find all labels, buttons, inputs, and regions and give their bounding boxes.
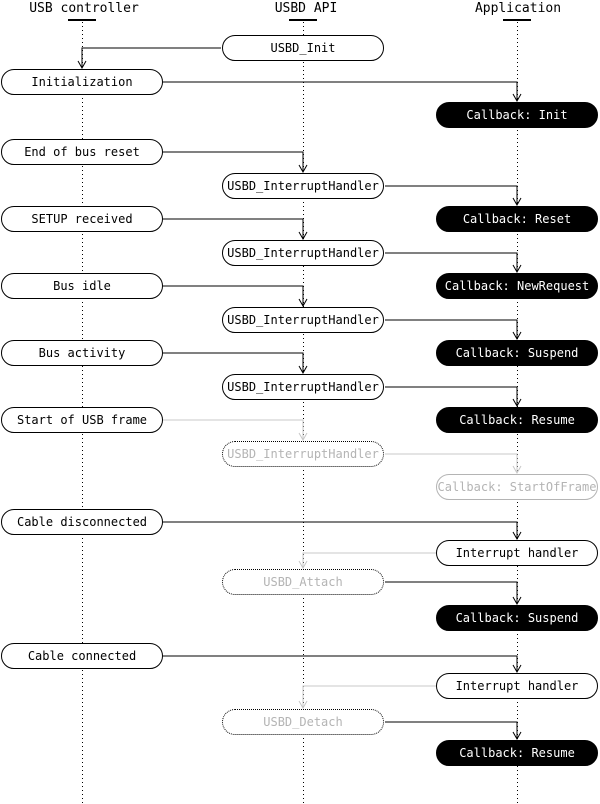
node-cable-disconnected: Cable disconnected [1, 509, 163, 535]
connector-interrupthandler5-to-callback-startofframe [385, 453, 522, 475]
node-setup-received: SETUP received [1, 206, 163, 232]
node-usbd-interrupthandler-2: USBD_InterruptHandler [222, 240, 384, 266]
lifeline-usbd-api [303, 22, 304, 804]
lane-tick-usbd-api [289, 19, 317, 21]
connector-interrupthandler2-to-callback-newrequest [385, 252, 522, 274]
node-cable-connected: Cable connected [1, 643, 163, 669]
node-usbd-interrupthandler-5: USBD_InterruptHandler [222, 441, 384, 467]
node-callback-init: Callback: Init [436, 102, 598, 128]
node-usbd-attach: USBD_Attach [222, 569, 384, 595]
connector-startofusbframe-to-interrupthandler5 [163, 419, 308, 442]
node-callback-newrequest: Callback: NewRequest [436, 273, 598, 299]
connector-busactivity-to-interrupthandler4 [163, 352, 308, 375]
lane-header-usb-controller: USB controller [29, 1, 139, 16]
lane-header-application: Application [474, 1, 562, 16]
connector-initialization-to-callback-init [163, 81, 522, 103]
connector-endofbusreset-to-interrupthandler1 [163, 151, 308, 174]
node-usbd-interrupthandler-1: USBD_InterruptHandler [222, 173, 384, 199]
node-callback-suspend-1: Callback: Suspend [436, 340, 598, 366]
connector-cableconnected-to-interrupt-handler2 [163, 655, 522, 674]
connector-interrupthandler3-to-callback-suspend [385, 319, 522, 341]
node-bus-idle: Bus idle [1, 273, 163, 299]
connector-usbd-attach-to-callback-suspend2 [385, 581, 522, 606]
lane-header-usbd-api: USBD API [274, 1, 338, 16]
node-usbd-detach: USBD_Detach [222, 709, 384, 735]
connector-usbd-detach-to-callback-resume2 [385, 721, 522, 741]
node-start-of-usb-frame: Start of USB frame [1, 407, 163, 433]
connector-cabledisconnected-to-interrupt-handler1 [163, 521, 522, 541]
node-callback-suspend-2: Callback: Suspend [436, 605, 598, 631]
connector-usbdinit-to-initialization [77, 47, 221, 70]
node-interrupt-handler-1: Interrupt handler [436, 540, 598, 566]
connector-interrupthandler1-to-callback-reset [385, 185, 522, 207]
node-callback-resume-1: Callback: Resume [436, 407, 598, 433]
lane-tick-application [503, 19, 531, 21]
connector-interrupt-handler1-to-usbd-attach [298, 552, 436, 570]
connector-busidle-to-interrupthandler3 [163, 285, 308, 308]
lane-tick-usb-controller [68, 19, 96, 21]
node-interrupt-handler-2: Interrupt handler [436, 673, 598, 699]
node-callback-resume-2: Callback: Resume [436, 740, 598, 766]
node-callback-startofframe: Callback: StartOfFrame [436, 474, 598, 500]
connector-interrupthandler4-to-callback-resume [385, 386, 522, 408]
node-initialization: Initialization [1, 69, 163, 95]
connector-setupreceived-to-interrupthandler2 [163, 218, 308, 241]
node-usbd-init: USBD_Init [222, 35, 384, 61]
node-callback-reset: Callback: Reset [436, 206, 598, 232]
node-end-of-bus-reset: End of bus reset [1, 139, 163, 165]
connector-interrupt-handler2-to-usbd-detach [298, 685, 436, 710]
node-bus-activity: Bus activity [1, 340, 163, 366]
node-usbd-interrupthandler-4: USBD_InterruptHandler [222, 374, 384, 400]
node-usbd-interrupthandler-3: USBD_InterruptHandler [222, 307, 384, 333]
